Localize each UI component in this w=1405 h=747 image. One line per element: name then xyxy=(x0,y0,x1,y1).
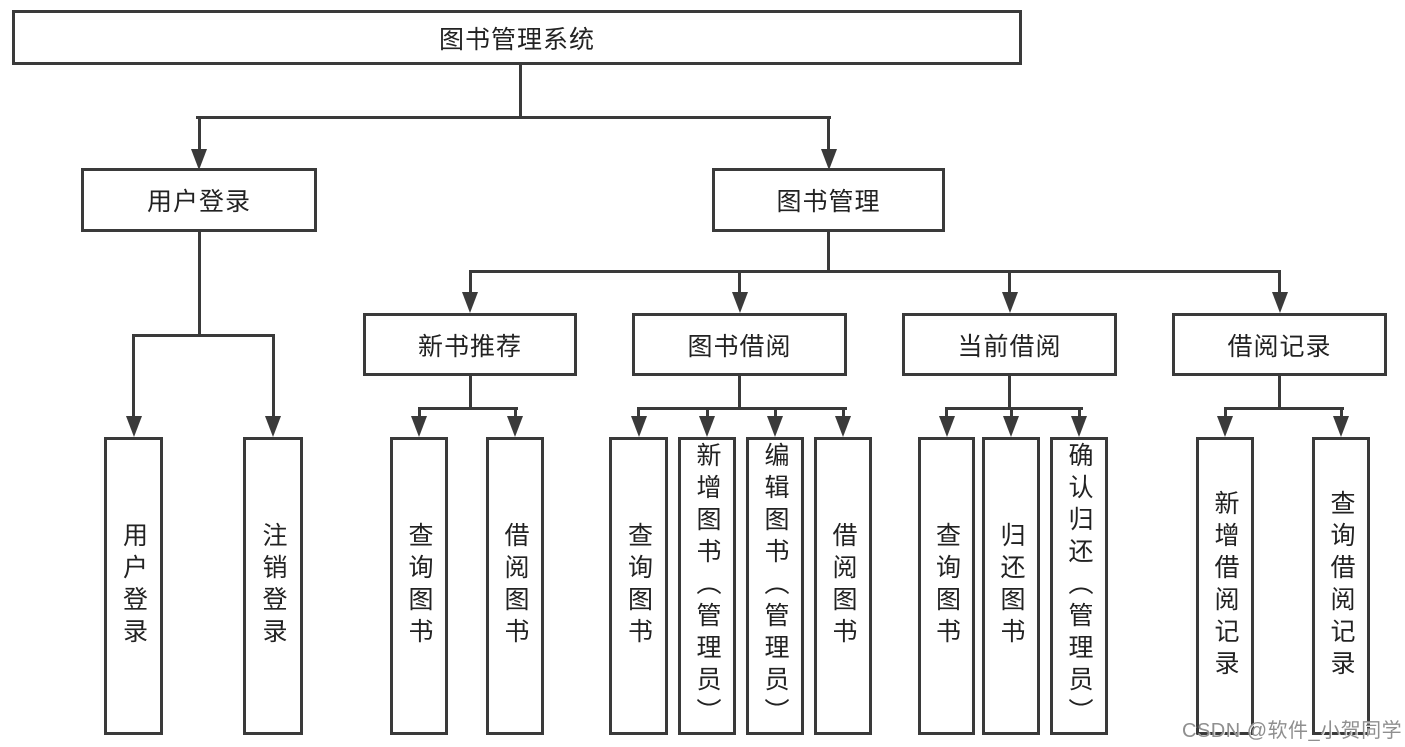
arrowhead-down-icon xyxy=(938,416,955,437)
connector-splitter xyxy=(1223,407,1344,410)
leaf-user-login-label: 用户登录 xyxy=(119,522,148,650)
leaf-add-book-admin-label: 新增图书（管理员） xyxy=(693,442,721,730)
leaf-logout-label: 注销登录 xyxy=(259,522,287,650)
leaf-query-books-recommend-label: 查询图书 xyxy=(405,522,433,650)
node-root-label: 图书管理系统 xyxy=(438,25,595,54)
connector-stem xyxy=(468,270,472,295)
leaf-edit-book-admin-label: 编辑图书（管理员） xyxy=(761,442,789,730)
arrowhead-down-icon xyxy=(462,292,478,313)
connector-stem xyxy=(1339,407,1343,420)
arrowhead-down-icon xyxy=(1217,416,1233,437)
arrowhead-down-icon xyxy=(1001,292,1018,313)
node-user-login-label: 用户登录 xyxy=(146,188,251,216)
node-user-login: 用户登录 xyxy=(81,168,317,232)
arrowhead-down-icon xyxy=(630,416,647,437)
leaf-borrow-books-recommend: 借阅图书 xyxy=(486,437,544,735)
connector-stem xyxy=(1278,270,1281,295)
connector-l2-splitter xyxy=(468,270,1281,273)
connector-splitter xyxy=(637,407,847,410)
connector-stem xyxy=(705,407,709,420)
leaf-query-books-recommend: 查询图书 xyxy=(390,437,448,735)
connector-stem xyxy=(1077,407,1081,420)
connector-stem xyxy=(1278,374,1281,410)
leaf-query-books-current: 查询图书 xyxy=(918,437,975,735)
leaf-edit-book-admin: 编辑图书（管理员） xyxy=(746,437,804,735)
leaf-return-book-label: 归还图书 xyxy=(997,522,1025,650)
watermark: CSDN @软件_小贺同学 xyxy=(1182,720,1403,742)
connector-stem xyxy=(827,116,830,154)
arrowhead-down-icon xyxy=(1333,416,1349,437)
connector-stem xyxy=(132,334,135,420)
connector-splitter xyxy=(132,334,275,337)
leaf-query-borrow-record: 查询借阅记录 xyxy=(1312,437,1370,735)
node-current-borrow: 当前借阅 xyxy=(902,313,1117,376)
arrowhead-down-icon xyxy=(1003,416,1019,437)
arrowhead-down-icon xyxy=(507,416,523,437)
connector-stem xyxy=(738,374,741,410)
connector-stem xyxy=(197,116,201,154)
connector-stem xyxy=(197,230,201,337)
node-borrow-records-label: 借阅记录 xyxy=(1227,332,1332,361)
connector-splitter xyxy=(417,407,518,410)
arrowhead-down-icon xyxy=(699,416,715,437)
node-current-borrow-label: 当前借阅 xyxy=(957,332,1062,361)
arrowhead-down-icon xyxy=(731,292,748,313)
connector-stem xyxy=(637,407,640,420)
connector-stem xyxy=(417,407,421,420)
connector-l1-splitter xyxy=(196,116,831,119)
leaf-add-borrow-record: 新增借阅记录 xyxy=(1196,437,1254,735)
node-book-management: 图书管理 xyxy=(712,168,945,232)
leaf-borrow-books-label: 借阅图书 xyxy=(829,522,857,650)
leaf-query-borrow-record-label: 查询借阅记录 xyxy=(1327,490,1355,682)
arrowhead-down-icon xyxy=(191,149,207,170)
leaf-logout: 注销登录 xyxy=(243,437,303,735)
leaf-query-books-borrow: 查询图书 xyxy=(609,437,668,735)
arrowhead-down-icon xyxy=(411,416,427,437)
leaf-return-book: 归还图书 xyxy=(982,437,1040,735)
connector-stem xyxy=(945,407,948,420)
leaf-confirm-return-admin: 确认归还（管理员） xyxy=(1050,437,1108,735)
arrowhead-down-icon xyxy=(835,416,851,437)
connector-stem xyxy=(773,407,777,420)
connector-stem xyxy=(1223,407,1227,420)
leaf-query-books-borrow-label: 查询图书 xyxy=(624,522,653,650)
node-borrow-records: 借阅记录 xyxy=(1172,313,1387,376)
connector-stem xyxy=(468,374,472,410)
node-book-management-label: 图书管理 xyxy=(776,188,881,216)
arrowhead-down-icon xyxy=(125,416,142,437)
node-new-book-recommend: 新书推荐 xyxy=(363,313,577,376)
leaf-add-borrow-record-label: 新增借阅记录 xyxy=(1211,490,1239,682)
leaf-query-books-current-label: 查询图书 xyxy=(932,522,961,650)
connector-stem xyxy=(1008,374,1011,410)
leaf-confirm-return-admin-label: 确认归还（管理员） xyxy=(1065,442,1093,730)
leaf-add-book-admin: 新增图书（管理员） xyxy=(678,437,736,735)
leaf-borrow-books-recommend-label: 借阅图书 xyxy=(501,522,529,650)
arrowhead-down-icon xyxy=(820,149,837,170)
arrowhead-down-icon xyxy=(265,416,281,437)
connector-root-stem xyxy=(518,63,522,118)
arrowhead-down-icon xyxy=(1071,416,1087,437)
connector-stem xyxy=(841,407,845,420)
arrowhead-down-icon xyxy=(767,416,783,437)
connector-stem xyxy=(1009,407,1013,420)
node-new-book-recommend-label: 新书推荐 xyxy=(417,332,522,361)
leaf-user-login: 用户登录 xyxy=(104,437,163,735)
node-book-borrow: 图书借阅 xyxy=(632,313,847,376)
connector-stem xyxy=(738,270,741,295)
node-book-borrow-label: 图书借阅 xyxy=(687,332,792,361)
connector-stem xyxy=(271,334,275,420)
node-root: 图书管理系统 xyxy=(12,10,1022,65)
connector-stem xyxy=(513,407,517,420)
connector-stem xyxy=(827,230,830,272)
connector-stem xyxy=(1008,270,1011,295)
leaf-borrow-books: 借阅图书 xyxy=(814,437,872,735)
connector-splitter xyxy=(945,407,1083,410)
arrowhead-down-icon xyxy=(1271,292,1288,313)
